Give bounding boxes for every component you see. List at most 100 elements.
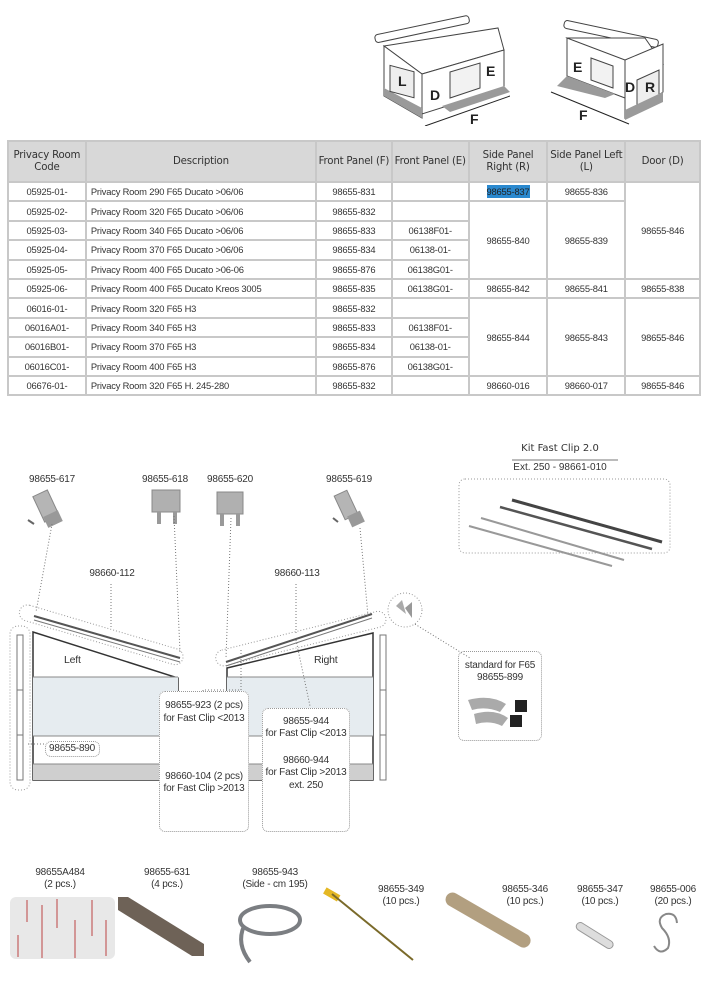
label-bracket-620: 98655-620 (206, 474, 254, 485)
cell-front-f: 98655-833 (315, 219, 393, 242)
header-side-panel-left: Side Panel Left (L) (546, 140, 627, 183)
cell-side-l: 98655-841 (546, 277, 627, 300)
cell-description: Privacy Room 370 F65 H3 (84, 336, 318, 358)
loop-ring-icon (575, 922, 614, 950)
label-rail-112: 98660-112 (89, 568, 135, 579)
cell-description: Privacy Room 320 F65 H3 (84, 297, 318, 319)
table-row: 05925-05- Privacy Room 400 F65 Ducato >0… (7, 258, 700, 280)
pole-left (9, 625, 31, 791)
diagram-letter-f: F (579, 107, 588, 123)
cell-front-f: 98655-834 (315, 336, 393, 358)
diagram-letter-e: E (573, 59, 582, 75)
label-944b-line2: for Fast Clip >2013 (265, 767, 347, 778)
cell-code: 06016C01- (7, 355, 87, 377)
accessory-qty: (10 pcs.) (506, 896, 544, 907)
label-104-line1: 98660-104 (2 pcs) (165, 771, 243, 782)
cell-front-e (390, 180, 470, 203)
table-row: 05925-03- Privacy Room 340 F65 Ducato >0… (7, 219, 700, 242)
awning-fabric-swatch-icon (10, 897, 115, 959)
cell-side-r[interactable]: 98655-837 (467, 180, 549, 203)
cell-front-e (390, 374, 470, 397)
label-944b-line3: ext. 250 (289, 780, 323, 791)
standard-clip-box: standard for F65 98655-899 (458, 651, 542, 741)
clip-detail-circle (387, 592, 423, 628)
cell-front-f: 98655-833 (315, 316, 393, 339)
accessory-code: 98655-943 (251, 867, 299, 878)
cell-side-r: 98660-016 (467, 374, 549, 397)
label-104-line2: for Fast Clip >2013 (163, 783, 245, 794)
cell-code: 05925-06- (7, 277, 87, 300)
kit-fast-clip-title: Kit Fast Clip 2.0 (521, 443, 599, 454)
cell-description: Privacy Room 370 F65 Ducato >06/06 (84, 239, 318, 261)
zipper-icon (238, 904, 302, 964)
cell-side-r: 98655-840 (467, 200, 549, 280)
cell-side-l: 98655-843 (546, 297, 627, 377)
cell-front-f: 98655-831 (315, 180, 393, 203)
cell-front-e: 06138F01- (390, 219, 470, 242)
accessory-code: 98655A484 (35, 867, 85, 878)
diagram-letter-f: F (470, 111, 479, 126)
clip-parts-box-left: 98655-923 (2 pcs) for Fast Clip <2013 98… (159, 691, 249, 832)
table-row: 05925-01- Privacy Room 290 F65 Ducato >0… (7, 180, 701, 280)
accessory-qty: (2 pcs.) (44, 879, 76, 890)
table-row: 06016A01- Privacy Room 340 F65 H3 98655-… (7, 316, 700, 339)
header-code: Privacy Room Code (7, 140, 87, 183)
table-row: 06676-01- Privacy Room 320 F65 H. 245-28… (7, 374, 701, 397)
cell-code: 05925-02- (7, 200, 87, 222)
clip-parts-box-right: 98655-944 for Fast Clip <2013 98660-944 … (262, 708, 350, 832)
accessory-code: 98655-347 (576, 884, 624, 895)
cell-door: 98655-838 (624, 277, 701, 300)
cell-door: 98655-846 (624, 181, 701, 280)
label-standard-line2: 98655-899 (476, 672, 524, 683)
accessory-code: 98655-349 (377, 884, 425, 895)
diagram-letter-e: E (486, 63, 495, 79)
cell-code: 05925-05- (7, 258, 87, 280)
accessory-qty: (Side - cm 195) (242, 879, 308, 890)
cell-code: 06676-01- (7, 374, 87, 397)
cell-description: Privacy Room 400 F65 Ducato Kreos 3005 (84, 277, 318, 300)
header-door: Door (D) (624, 140, 701, 183)
table-header-row: Privacy Room Code Description Front Pane… (7, 140, 701, 183)
header-front-panel-e: Front Panel (E) (390, 140, 470, 183)
cell-front-f: 98655-832 (315, 374, 393, 397)
diagram-letter-l: L (398, 73, 407, 89)
diagram-letter-d: D (430, 87, 440, 103)
label-bracket-617: 98655-617 (28, 474, 76, 485)
header-side-panel-right: Side Panel Right (R) (467, 140, 549, 183)
bracket-618-icon (151, 489, 181, 524)
accessory-qty: (10 pcs.) (581, 896, 619, 907)
cell-front-e (390, 297, 470, 319)
cell-description: Privacy Room 400 F65 H3 (84, 355, 318, 377)
cell-description: Privacy Room 290 F65 Ducato >06/06 (84, 180, 318, 203)
table-row: 05925-06- Privacy Room 400 F65 Ducato Kr… (7, 277, 701, 300)
kit-title-divider (512, 459, 618, 461)
cell-door: 98655-846 (624, 374, 701, 397)
label-pole-890: 98655-890 (49, 743, 96, 754)
table-row: 06016-01- Privacy Room 320 F65 H3 98655-… (7, 297, 701, 377)
label-rail-113: 98660-113 (274, 568, 320, 579)
s-hook-icon (653, 912, 678, 953)
awning-diagram-left-view: L D E F (374, 15, 510, 126)
cell-front-f: 98655-834 (315, 239, 393, 261)
table-row: 05925-02- Privacy Room 320 F65 Ducato >0… (7, 200, 700, 280)
cell-code: 06016-01- (7, 297, 87, 319)
table-row: 06016B01- Privacy Room 370 F65 H3 98655-… (7, 336, 700, 358)
rail-right (215, 610, 387, 667)
tent-peg-icon (323, 887, 414, 961)
cell-side-l: 98660-017 (546, 374, 627, 397)
selected-text[interactable]: 98655-837 (486, 185, 530, 199)
label-bracket-619: 98655-619 (325, 474, 373, 485)
cell-code: 05925-04- (7, 239, 87, 261)
accessory-qty: (20 pcs.) (654, 896, 692, 907)
bracket-617-icon (27, 489, 63, 528)
diagram-letter-d: D (625, 79, 635, 95)
accessory-code: 98655-346 (501, 884, 549, 895)
accessory-code: 98655-006 (649, 884, 697, 895)
cell-description: Privacy Room 340 F65 H3 (84, 316, 318, 339)
cell-front-e: 06138F01- (390, 316, 470, 339)
label-923-line1: 98655-923 (2 pcs) (165, 700, 243, 711)
kit-fast-clip-rails-icon (468, 498, 663, 567)
bracket-620-icon (216, 491, 244, 526)
cell-front-f: 98655-876 (315, 258, 393, 280)
cell-code: 06016A01- (7, 316, 87, 339)
